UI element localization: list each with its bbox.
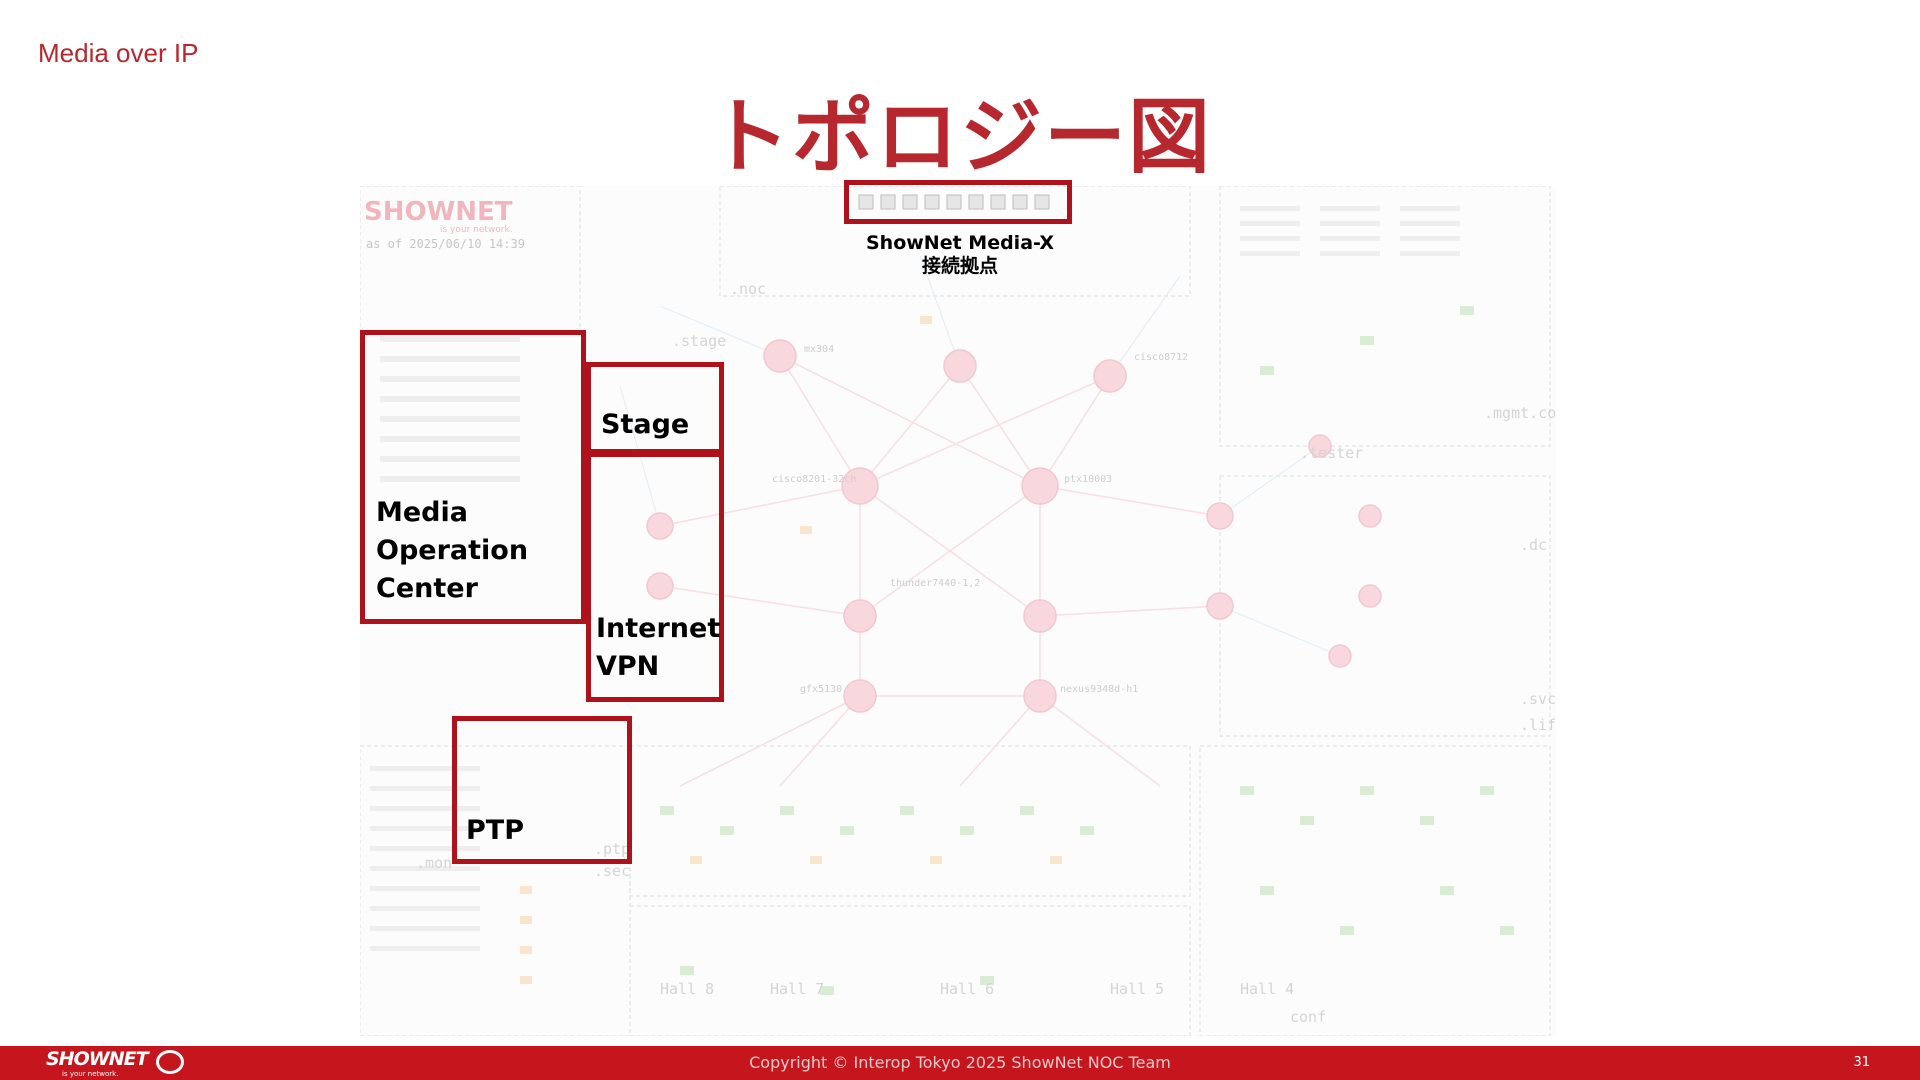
mediax-caption-line2: 接続拠点 bbox=[921, 255, 998, 277]
moc-label-line3: Center bbox=[376, 573, 478, 604]
node-label: cisco8201-32ch bbox=[772, 474, 856, 485]
node-label: cisco8712 bbox=[1134, 352, 1188, 363]
vpn-highlight-box bbox=[586, 452, 724, 702]
vpn-label-line1: Internet bbox=[596, 613, 721, 644]
vpn-label-line2: VPN bbox=[596, 651, 660, 682]
moc-label-line1: Media bbox=[376, 497, 468, 528]
zone-label: conf bbox=[1290, 1008, 1326, 1026]
section-label: Media over IP bbox=[38, 38, 199, 68]
copyright-text: Copyright © Interop Tokyo 2025 ShowNet N… bbox=[749, 1053, 1171, 1072]
zone-label: Hall 7 bbox=[770, 980, 824, 998]
zone-label: .noc bbox=[730, 280, 766, 298]
zone-label: Hall 8 bbox=[660, 980, 714, 998]
diagram-brand: SHOWNET bbox=[364, 197, 513, 227]
zone-label: .dc bbox=[1520, 536, 1547, 554]
footer-logo: SHOWNET bbox=[46, 1048, 149, 1070]
moc-highlight-box bbox=[360, 330, 586, 624]
footer-logo-tagline: is your network. bbox=[62, 1070, 119, 1078]
slide-title: トポロジー図 bbox=[707, 90, 1212, 185]
node-label: gfx5130 bbox=[800, 684, 842, 695]
page-number: 31 bbox=[1853, 1055, 1870, 1070]
stage-label: Stage bbox=[601, 409, 690, 440]
mediax-caption: ShowNet Media-X 接続拠点 bbox=[840, 232, 1080, 278]
zone-label: .life bbox=[1520, 716, 1556, 734]
stage-highlight-box bbox=[586, 362, 724, 454]
footer-bar: SHOWNET is your network. Copyright © Int… bbox=[0, 1046, 1920, 1080]
diagram-as-of: as of 2025/06/10 14:39 bbox=[366, 237, 525, 251]
mediax-highlight-box bbox=[844, 180, 1072, 224]
zone-label: Hall 6 bbox=[940, 980, 994, 998]
zone-label: .mon bbox=[416, 854, 452, 872]
mediax-caption-line1: ShowNet Media-X bbox=[865, 232, 1054, 254]
topology-diagram: SHOWNET is your network. as of 2025/06/1… bbox=[360, 186, 1556, 1036]
moc-label-line2: Operation bbox=[376, 535, 529, 566]
mediax-devices-icon bbox=[858, 194, 1050, 210]
zone-label: .svc bbox=[1520, 690, 1556, 708]
node-label: nexus9348d-h1 bbox=[1060, 684, 1138, 695]
zone-label: .ptp bbox=[594, 840, 630, 858]
zone-label: .mgmt.con bbox=[1484, 404, 1556, 422]
ptp-label: PTP bbox=[466, 815, 524, 846]
zone-label: .sec bbox=[594, 862, 630, 880]
diagram-tagline: is your network. bbox=[440, 225, 513, 235]
moc-label: Media Operation Center bbox=[376, 494, 528, 608]
ptp-highlight-box bbox=[452, 716, 632, 864]
logo-ring-icon bbox=[156, 1050, 184, 1074]
vpn-label: Internet VPN bbox=[596, 610, 720, 686]
zone-label: Hall 5 bbox=[1110, 980, 1164, 998]
zone-label: .tester bbox=[1300, 444, 1363, 462]
node-label: ptx10003 bbox=[1064, 474, 1112, 485]
node-label: thunder7440-1,2 bbox=[890, 578, 980, 589]
zone-label: Hall 4 bbox=[1240, 980, 1294, 998]
node-label: mx304 bbox=[804, 344, 834, 355]
zone-label: .stage bbox=[672, 332, 726, 350]
